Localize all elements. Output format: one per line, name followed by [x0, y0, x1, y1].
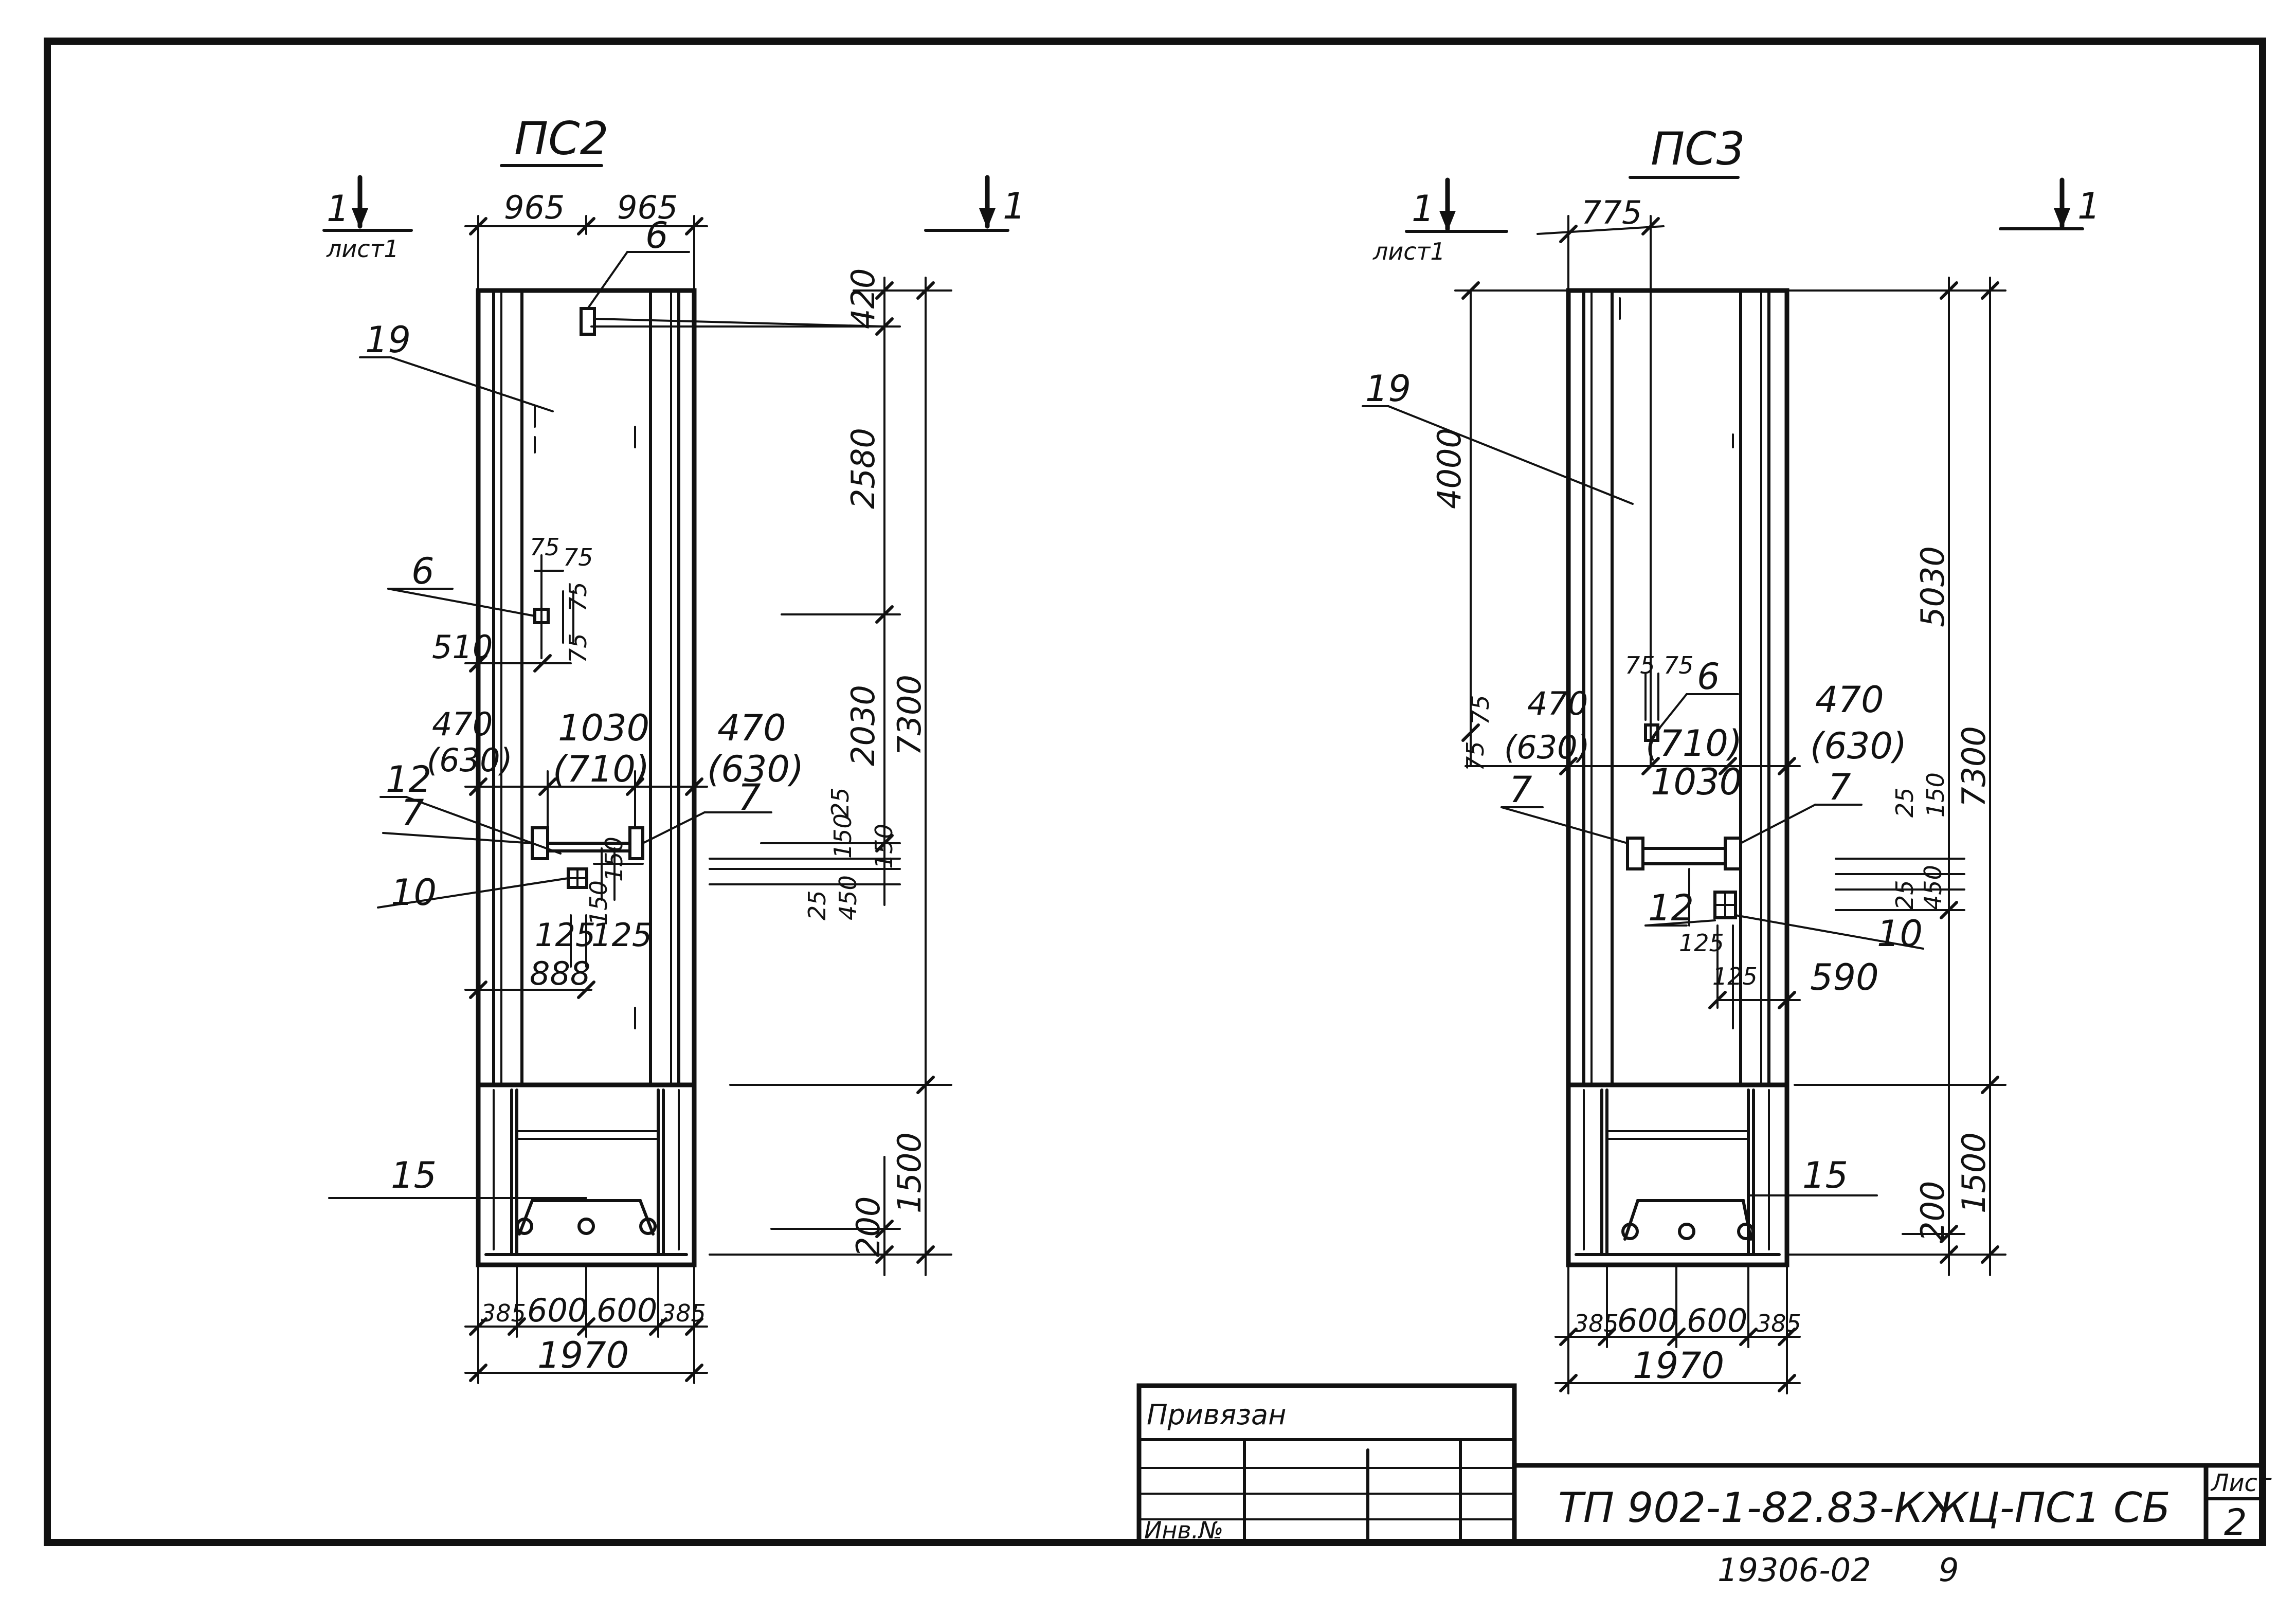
dim-710-ps2: (710)	[553, 748, 649, 790]
dim-25-b-ps3: 25	[1891, 880, 1919, 910]
section-sheet-left-ps2: лист1	[326, 235, 399, 263]
callout-7-left-ps2: 7	[401, 792, 424, 834]
dim-470-right-ps2: 470	[717, 707, 786, 749]
callout-12-ps2: 12	[386, 758, 431, 801]
dim-7300-ps3: 7300	[1955, 726, 1993, 807]
dim-630-right-ps3: (630)	[1810, 725, 1907, 767]
stamp-label-bound: Привязан	[1147, 1399, 1286, 1431]
dim-1030-ps2: 1030	[558, 707, 649, 749]
dim-150-a-ps2: 150	[585, 880, 612, 925]
section-mark-right-ps2: 1	[1003, 185, 1026, 227]
dim-25-a-ps2: 25	[826, 787, 854, 818]
dim-1500-ps2: 1500	[891, 1132, 928, 1213]
dim-450-ps3: 450	[1919, 865, 1947, 910]
dim-1970-ps2: 1970	[537, 1334, 629, 1376]
section-mark-left-ps3: 1	[1412, 188, 1435, 230]
dim-75-b-ps3: 75	[1664, 651, 1694, 679]
dim-7300-ps2: 7300	[891, 675, 928, 756]
dim-590-ps3: 590	[1810, 956, 1879, 999]
dim-4000-ps3: 4000	[1431, 428, 1468, 509]
dim-470-left-ps2: 470	[432, 705, 493, 743]
dim-888-ps2: 888	[530, 955, 590, 992]
dim-25-a-ps3: 25	[1891, 787, 1919, 818]
callout-6-mid-ps2: 6	[411, 550, 435, 592]
dim-450-ps2: 450	[834, 875, 862, 920]
panel-ps2: ПС2 1 лист1 1 965 965	[322, 112, 1026, 1384]
dim-75-d-ps2: 75	[564, 633, 592, 663]
dim-2030-ps2: 2030	[844, 685, 882, 766]
dim-5030-ps3: 5030	[1914, 546, 1951, 627]
dim-200-ps3: 200	[1914, 1181, 1951, 1242]
stamp-label-inv: Инв.№	[1144, 1516, 1223, 1544]
callout-7-right-ps3: 7	[1828, 766, 1851, 808]
dim-1970-ps3: 1970	[1633, 1345, 1724, 1387]
dim-385-a-ps3: 385	[1574, 1310, 1619, 1337]
document-code: ТП 902-1-82.83-КЖЦ-ПС1 СБ	[1558, 1484, 2171, 1532]
sheet-number: 2	[2224, 1501, 2247, 1544]
dim-150-d-ps2: 150	[870, 824, 898, 869]
dim-630-left-ps3: (630)	[1504, 729, 1590, 766]
dim-75-b-ps2: 75	[563, 543, 593, 571]
dim-710-ps3: (710)	[1646, 722, 1742, 765]
callout-19-ps3: 19	[1365, 368, 1411, 410]
dim-600-a-ps2: 600	[527, 1292, 588, 1329]
dim-200-ps2: 200	[849, 1196, 887, 1257]
dim-2580-ps2: 2580	[844, 428, 882, 509]
dim-630-right-ps2: (630)	[707, 748, 804, 790]
callout-7-right-ps2: 7	[738, 776, 761, 819]
dim-600-a-ps3: 600	[1617, 1302, 1678, 1339]
dim-600-b-ps3: 600	[1687, 1302, 1747, 1339]
dim-420-ps2: 420	[844, 268, 882, 329]
dim-1500-ps3: 1500	[1955, 1132, 1993, 1213]
section-mark-right-ps3: 1	[2077, 185, 2101, 227]
panel-ps3-title: ПС3	[1651, 122, 1745, 175]
dim-125-a-ps3: 125	[1679, 929, 1724, 957]
dim-470-left-ps3: 470	[1527, 685, 1588, 722]
dim-385-b-ps3: 385	[1756, 1310, 1801, 1337]
callout-19-ps2: 19	[365, 319, 411, 361]
dim-75-a-ps3: 75	[1625, 651, 1655, 679]
dim-775-ps3: 775	[1581, 194, 1642, 231]
dim-75-c-ps3: 75	[1467, 695, 1494, 725]
dim-385-a-ps2: 385	[481, 1299, 526, 1327]
callout-6-ps3: 6	[1697, 656, 1720, 698]
dim-470-right-ps3: 470	[1815, 679, 1884, 721]
callout-12-ps3: 12	[1648, 887, 1694, 929]
callout-15-ps3: 15	[1802, 1154, 1848, 1196]
dim-1030-ps3: 1030	[1651, 761, 1742, 803]
dim-125-b-ps3: 125	[1712, 963, 1758, 990]
dim-75-c-ps2: 75	[564, 582, 592, 612]
dim-150-c-ps2: 150	[829, 813, 857, 859]
title-block: Привязан Инв.№ ТП 902-1-82.83-КЖЦ-ПС1 СБ…	[1136, 1383, 2272, 1545]
archive-number: 19306-02	[1718, 1551, 1871, 1589]
callout-6-top-ps2: 6	[645, 214, 668, 257]
dim-385-b-ps2: 385	[661, 1299, 706, 1327]
callout-15-ps2: 15	[391, 1154, 437, 1196]
drawing-frame	[44, 38, 2266, 1546]
dim-510-ps2: 510	[432, 628, 493, 666]
dim-600-b-ps2: 600	[596, 1292, 657, 1329]
section-mark-left-ps2: 1	[327, 188, 350, 230]
callout-7-left-ps3: 7	[1509, 769, 1532, 811]
callout-10-ps2: 10	[391, 872, 437, 914]
dim-top-965-b: 965	[617, 189, 678, 226]
dim-top-965-a: 965	[504, 189, 565, 226]
dim-150-b-ps2: 150	[600, 837, 628, 882]
page-number: 9	[1939, 1551, 1959, 1589]
dim-125-b-ps2: 125	[591, 916, 652, 954]
dim-150-ps3: 150	[1922, 772, 1949, 818]
dim-630-left-ps2: (630)	[427, 741, 513, 779]
dim-25-b-ps2: 25	[803, 890, 831, 920]
callout-10-ps3: 10	[1877, 913, 1923, 955]
dim-125-a-ps2: 125	[535, 916, 595, 954]
panel-ps3: ПС3 1 лист1 1 775	[1362, 122, 2101, 1394]
dim-75-a-ps2: 75	[530, 533, 560, 561]
panel-ps2-title: ПС2	[514, 112, 609, 165]
section-sheet-left-ps3: лист1	[1372, 238, 1445, 265]
sheet-label: Лист	[2210, 1469, 2272, 1497]
